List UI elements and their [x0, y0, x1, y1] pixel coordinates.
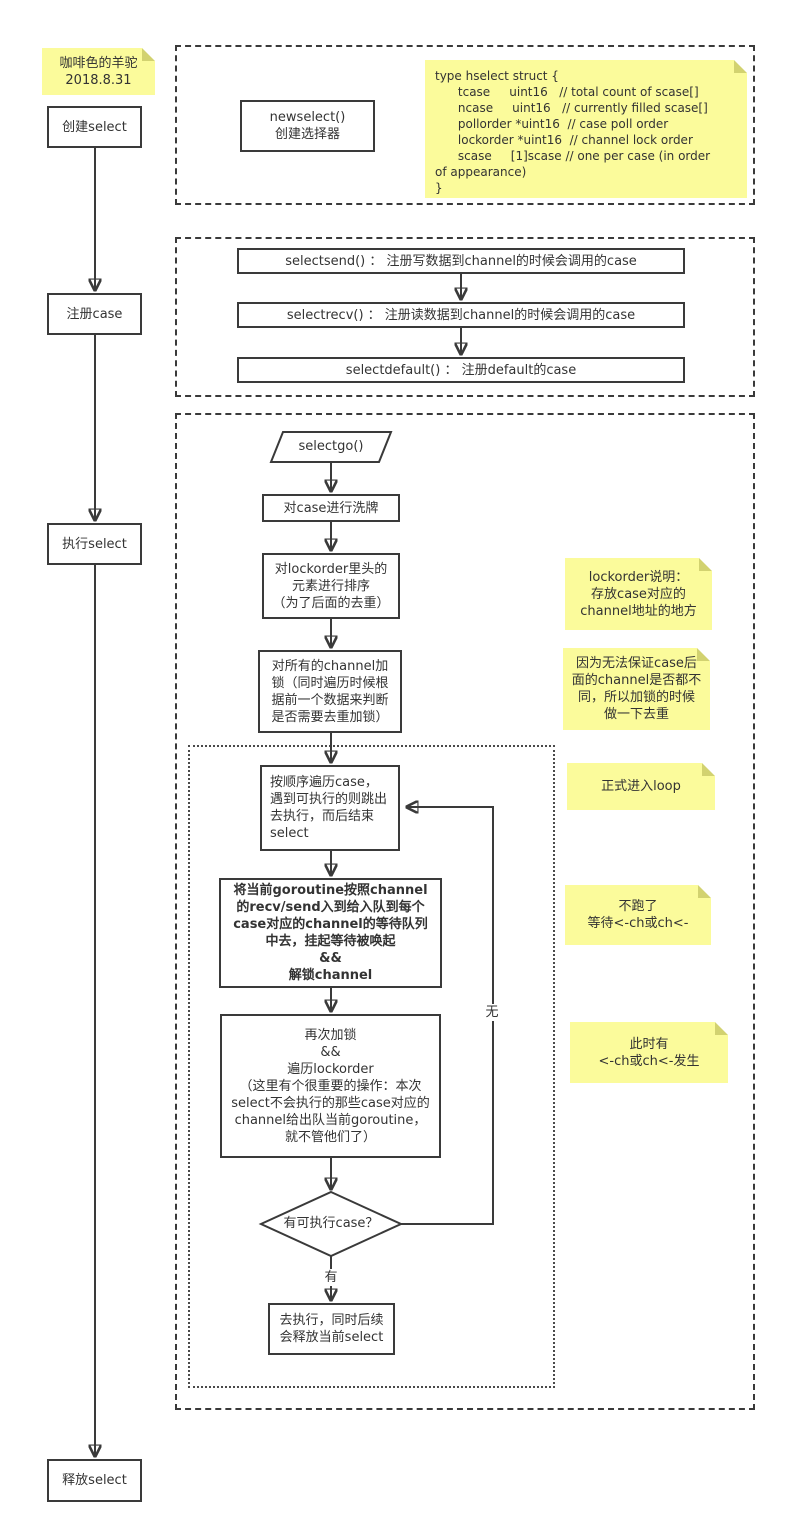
phase-create-select: 创建select [47, 106, 142, 148]
selectdefault-box: selectdefault() ： 注册default的case [237, 357, 685, 383]
dedup-sticky-note: 因为无法保证case后 面的channel是否都不 同，所以加锁的时候 做一下去… [563, 648, 710, 730]
sort-lockorder-label: 对lockorder里头的 元素进行排序 （为了后面的去重） [272, 561, 390, 611]
lockorder-sticky-note: lockorder说明： 存放case对应的 channel地址的地方 [565, 558, 712, 630]
fold-corner-icon [734, 60, 747, 73]
phase-execute-select: 执行select [47, 523, 142, 565]
selectdefault-box-label: selectdefault() ： 注册default的case [345, 362, 577, 378]
phase-register-case-label: 注册case [66, 306, 123, 322]
phase-release-select-label: 释放select [62, 1473, 127, 1488]
decision-yes-label: 有 [322, 1269, 340, 1286]
selectrecv-box: selectrecv() ： 注册读数据到channel的时候会调用的case [237, 302, 685, 328]
relock-traverse-label: 再次加锁 && 遍历lockorder （这里有个很重要的操作：本次 selec… [231, 1027, 430, 1145]
loop-traverse-label: 按顺序遍历case， 遇到可执行的则跳出 去执行，而后结束 select [270, 775, 388, 841]
wait-note-text: 不跑了 等待<-ch或ch<- [587, 899, 689, 931]
lock-channels-label: 对所有的channel加 锁（同时遍历时候根 据前一个数据来判断 是否需要去重加… [271, 658, 389, 725]
relock-traverse-box: 再次加锁 && 遍历lockorder （这里有个很重要的操作：本次 selec… [220, 1014, 441, 1158]
loop-note-text: 正式进入loop [601, 779, 681, 794]
execute-case-box: 去执行，同时后续 会释放当前select [268, 1303, 395, 1355]
create-select-container [175, 45, 755, 205]
decision-label-text: 有可执行case？ [283, 1216, 379, 1231]
loop-traverse-box: 按顺序遍历case， 遇到可执行的则跳出 去执行，而后结束 select [260, 765, 400, 851]
newselect-box-label: newselect() 创建选择器 [269, 110, 346, 142]
wake-sticky-note: 此时有 <-ch或ch<-发生 [570, 1022, 728, 1083]
shuffle-case-label: 对case进行洗牌 [283, 500, 379, 516]
phase-release-select: 释放select [47, 1459, 142, 1502]
selectsend-box: selectsend() ： 注册写数据到channel的时候会调用的case [237, 248, 685, 274]
fold-corner-icon [699, 558, 712, 571]
phase-register-case: 注册case [47, 293, 142, 335]
fold-corner-icon [715, 1022, 728, 1035]
lock-channels-box: 对所有的channel加 锁（同时遍历时候根 据前一个数据来判断 是否需要去重加… [258, 650, 402, 733]
enqueue-goroutine-box: 将当前goroutine按照channel 的recv/send入到给入队到每个… [219, 878, 442, 988]
register-case-container [175, 237, 755, 397]
author-date: 2018.8.31 [65, 72, 132, 88]
selectgo-label-text: selectgo() [298, 439, 364, 454]
shuffle-case-box: 对case进行洗牌 [262, 494, 400, 522]
execute-case-label: 去执行，同时后续 会释放当前select [279, 1313, 384, 1345]
decision-no-label: 无 [483, 1004, 501, 1021]
wait-sticky-note: 不跑了 等待<-ch或ch<- [565, 885, 711, 945]
decision-label: 有可执行case？ [271, 1210, 391, 1238]
decision-no-text: 无 [485, 1004, 499, 1020]
fold-corner-icon [702, 763, 715, 776]
dedup-note-text: 因为无法保证case后 面的channel是否都不 同，所以加锁的时候 做一下去… [571, 656, 702, 722]
fold-corner-icon [698, 885, 711, 898]
newselect-box: newselect() 创建选择器 [240, 100, 375, 152]
selectsend-box-label: selectsend() ： 注册写数据到channel的时候会调用的case [285, 253, 637, 269]
sort-lockorder-box: 对lockorder里头的 元素进行排序 （为了后面的去重） [262, 553, 400, 619]
enqueue-goroutine-label: 将当前goroutine按照channel 的recv/send入到给入队到每个… [233, 883, 428, 983]
loop-sticky-note: 正式进入loop [567, 763, 715, 810]
decision-yes-text: 有 [324, 1269, 338, 1285]
loop-container [188, 745, 555, 1388]
execute-select-container [175, 413, 755, 1410]
author-name: 咖啡色的羊驼 [59, 55, 138, 71]
phase-execute-select-label: 执行select [62, 536, 127, 552]
phase-create-select-label: 创建select [62, 119, 127, 135]
hselect-struct-sticky-note: type hselect struct { tcase uint16 // to… [425, 60, 747, 198]
lockorder-note-text: lockorder说明： 存放case对应的 channel地址的地方 [580, 569, 697, 619]
wake-note-text: 此时有 <-ch或ch<-发生 [598, 1036, 700, 1069]
fold-corner-icon [142, 48, 155, 61]
hselect-struct-code: type hselect struct { tcase uint16 // to… [435, 69, 711, 195]
selectrecv-box-label: selectrecv() ： 注册读数据到channel的时候会调用的case [286, 307, 636, 323]
selectgo-label: selectgo() [271, 432, 391, 462]
fold-corner-icon [697, 648, 710, 661]
